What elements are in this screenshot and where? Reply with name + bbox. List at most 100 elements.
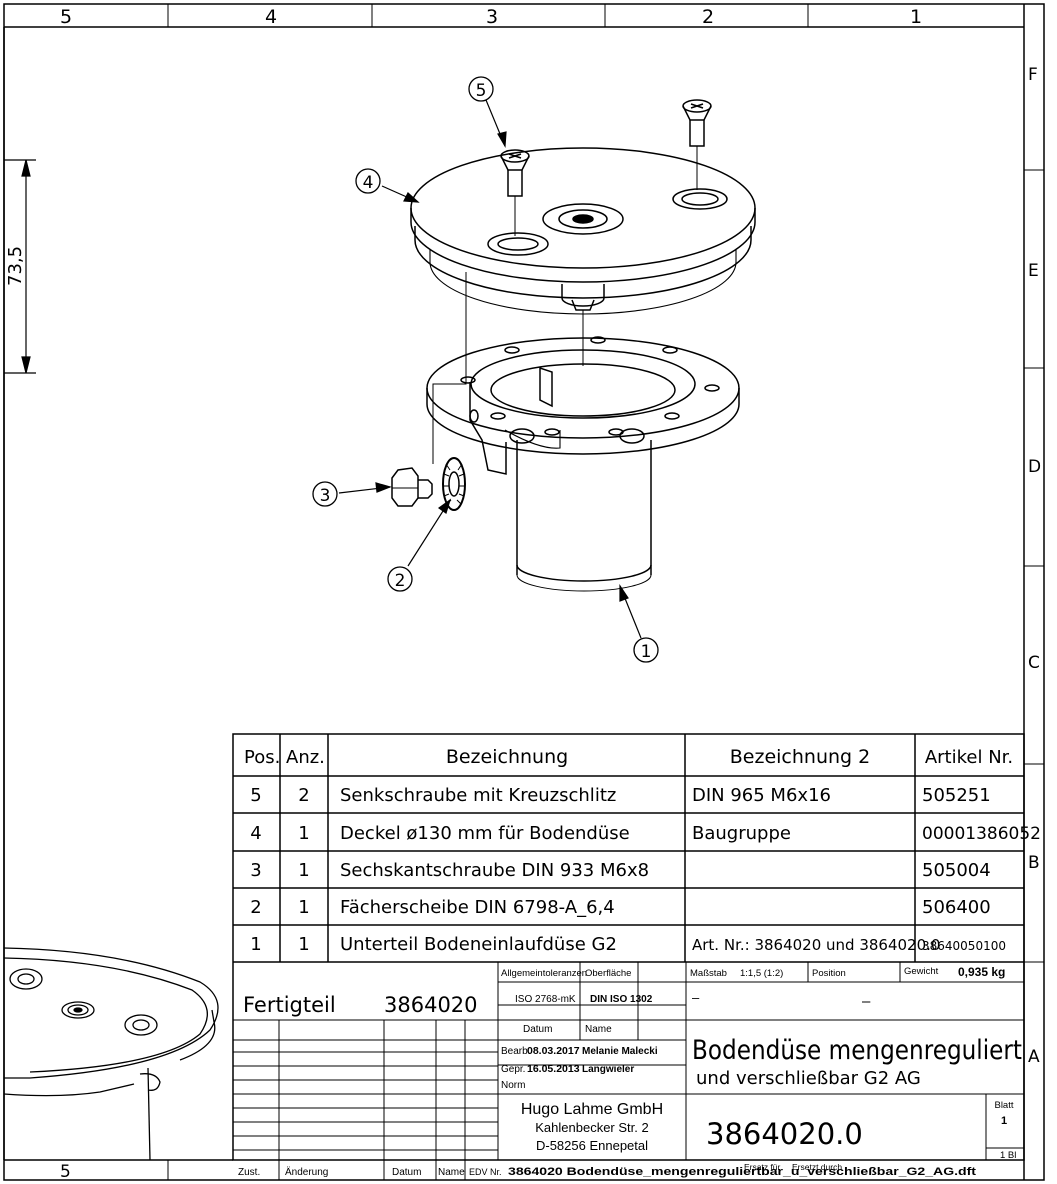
svg-text:Fächerscheibe DIN 6798-A_6,4: Fächerscheibe DIN 6798-A_6,4: [340, 897, 615, 918]
svg-text:505251: 505251: [922, 785, 991, 806]
svg-text:1: 1: [298, 823, 309, 844]
balloon-2: 2: [387, 566, 413, 592]
datum-footer: Datum: [392, 1167, 421, 1178]
oberflaeche-value: DIN ISO 1302: [590, 994, 653, 1005]
dimension-73-5: [4, 159, 36, 374]
svg-text:Artikel Nr.: Artikel Nr.: [925, 747, 1013, 768]
title-block-grid: [233, 962, 1024, 1180]
allgemeintoleranzen-value: ISO 2768-mK: [515, 994, 576, 1005]
name-footer: Name: [438, 1167, 465, 1178]
blatt-label: Blatt: [994, 1100, 1013, 1111]
company-city: D-58256 Ennepetal: [536, 1138, 648, 1153]
svg-text:505004: 505004: [922, 860, 991, 881]
gepr-name: Langwieler: [582, 1064, 634, 1075]
aenderung-label: Änderung: [285, 1166, 328, 1178]
norm-label: Norm: [501, 1080, 525, 1091]
edv-value: 3864020 Bodendüse_mengenreguliertbar_u_v…: [508, 1166, 976, 1178]
position-value: –: [862, 993, 871, 1010]
svg-text:1: 1: [641, 642, 652, 662]
svg-text:Pos.: Pos.: [244, 747, 280, 768]
gewicht-value: 0,935 kg: [958, 965, 1005, 979]
gepr-label: Gepr.: [501, 1064, 525, 1075]
balloon-3: 3: [312, 481, 338, 507]
datum-label: Datum: [523, 1024, 552, 1035]
balloon-leaders: [338, 99, 642, 639]
svg-text:506400: 506400: [922, 897, 991, 918]
edv-label: EDV Nr.: [469, 1167, 502, 1177]
ersatz-label: Ersatz für: [744, 1162, 781, 1172]
blatt-total: 1 Bl: [1000, 1150, 1016, 1161]
svg-text:Art. Nr.: 3864020 und 3864020.: Art. Nr.: 3864020 und 3864020.0: [692, 936, 940, 954]
svg-text:00001386052: 00001386052: [922, 824, 1041, 844]
name-label: Name: [585, 1024, 612, 1035]
svg-text:4: 4: [363, 173, 374, 193]
zust-label: Zust.: [238, 1167, 260, 1178]
parts-list-row: 3 1 Sechskantschraube DIN 933 M6x8 50500…: [250, 860, 990, 881]
svg-text:1: 1: [298, 860, 309, 881]
bearb-label: Bearb.: [501, 1046, 530, 1057]
svg-text:5: 5: [250, 785, 261, 806]
row-label-F: F: [1028, 65, 1038, 85]
svg-text:Baugruppe: Baugruppe: [692, 823, 791, 844]
assembly-drawing: [391, 99, 756, 592]
fertigteil-label: Fertigteil: [243, 993, 336, 1017]
parts-list-header: Pos. Anz. Bezeichnung Bezeichnung 2 Arti…: [244, 746, 1013, 768]
row-label-D: D: [1028, 457, 1041, 477]
svg-text:Unterteil Bodeneinlaufdüse G2: Unterteil Bodeneinlaufdüse G2: [340, 934, 617, 955]
svg-text:Senkschraube mit Kreuzschlitz: Senkschraube mit Kreuzschlitz: [340, 785, 616, 806]
gewicht-label: Gewicht: [904, 966, 939, 977]
company-street: Kahlenbecker Str. 2: [535, 1120, 648, 1135]
balloon-5: 5: [468, 76, 494, 102]
svg-text:5: 5: [476, 81, 487, 101]
svg-text:Bezeichnung: Bezeichnung: [446, 746, 568, 768]
svg-text:4: 4: [250, 823, 261, 844]
svg-text:Deckel ø130 mm für Bodendüse: Deckel ø130 mm für Bodendüse: [340, 823, 630, 844]
bearb-name: Melanie Malecki: [582, 1046, 658, 1057]
massstab-value: 1:1,5 (1:2): [740, 968, 783, 979]
column-separators: [167, 4, 809, 1180]
drawing-title-line2: und verschließbar G2 AG: [696, 1068, 921, 1089]
drawing-number: 3864020.0: [706, 1117, 863, 1151]
allgemeintoleranzen-label: Allgemeintoleranzen: [501, 968, 587, 979]
parts-list-row: 1 1 Unterteil Bodeneinlaufdüse G2 Art. N…: [250, 934, 1006, 955]
row-label-B: B: [1028, 853, 1040, 873]
blatt-value: 1: [1001, 1115, 1007, 1127]
gepr-date: 16.05.2013: [527, 1063, 580, 1075]
svg-text:Bezeichnung 2: Bezeichnung 2: [730, 746, 870, 768]
svg-text:Anz.: Anz.: [286, 747, 325, 768]
col-label-5-bottom: 5: [60, 1162, 71, 1182]
col-label-2: 2: [702, 6, 714, 28]
svg-text:DIN 965 M6x16: DIN 965 M6x16: [692, 785, 831, 806]
dimension-label: 73,5: [5, 246, 26, 286]
parts-list-grid: [232, 733, 1025, 1161]
col-label-3: 3: [486, 6, 498, 28]
position-dash: –: [692, 990, 700, 1005]
bearb-date: 08.03.2017: [527, 1045, 580, 1057]
ersetzt-label: Ersetzt durch: [792, 1162, 842, 1172]
svg-text:1: 1: [250, 934, 261, 955]
svg-text:38640050100: 38640050100: [922, 939, 1006, 953]
position-label: Position: [812, 968, 846, 979]
svg-text:Sechskantschraube DIN 933 M6x8: Sechskantschraube DIN 933 M6x8: [340, 860, 649, 881]
col-label-1: 1: [910, 6, 922, 28]
svg-text:3: 3: [250, 860, 261, 881]
oberflaeche-label: Oberfläche: [585, 968, 631, 979]
row-label-A: A: [1028, 1047, 1040, 1067]
row-separators: [1024, 169, 1044, 963]
iso-thumbnail: [3, 947, 219, 1161]
svg-text:2: 2: [298, 785, 309, 806]
drawing-title-line1: Bodendüse mengenreguliert: [692, 1035, 1022, 1066]
svg-text:2: 2: [250, 897, 261, 918]
svg-text:1: 1: [298, 897, 309, 918]
massstab-label: Maßstab: [690, 968, 727, 979]
balloon-4: 4: [355, 168, 381, 194]
balloon-1: 1: [633, 637, 659, 663]
col-label-5: 5: [60, 6, 72, 28]
svg-text:1: 1: [298, 934, 309, 955]
col-label-4: 4: [265, 6, 277, 28]
row-label-C: C: [1028, 653, 1040, 673]
row-label-E: E: [1028, 261, 1039, 281]
svg-text:3: 3: [320, 486, 331, 506]
company-name: Hugo Lahme GmbH: [521, 1101, 663, 1118]
